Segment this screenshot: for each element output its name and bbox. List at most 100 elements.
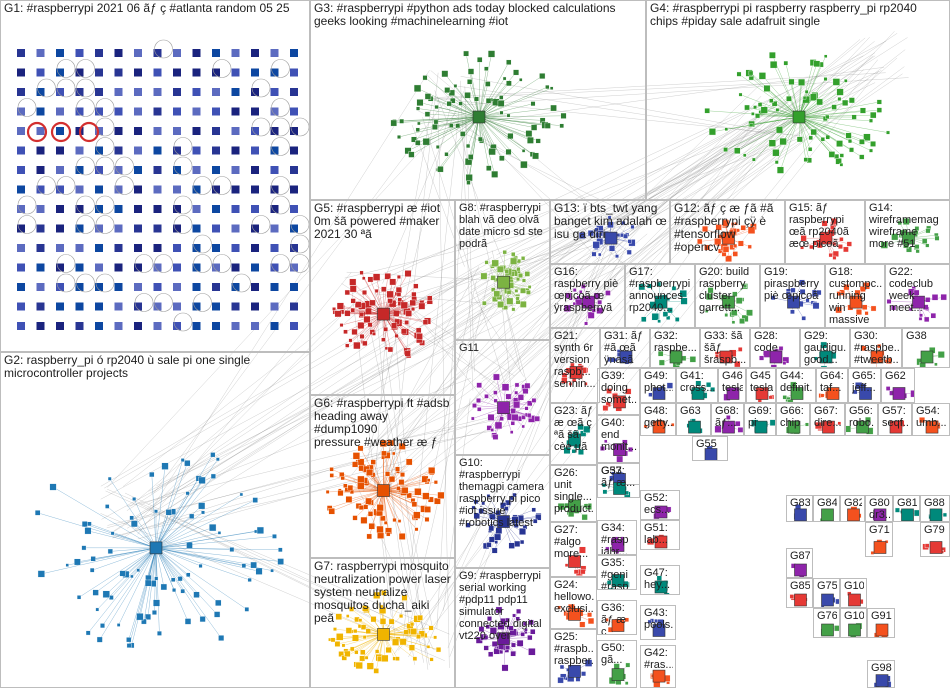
node[interactable] [770,61,777,68]
node[interactable] [859,139,864,144]
node[interactable] [271,49,279,57]
group-box-g50[interactable]: G50: gã... [597,640,637,688]
group-box-g30[interactable]: G30: #raspbe... #tweetb... [850,328,902,368]
node[interactable] [497,266,503,272]
node[interactable] [115,303,123,311]
node[interactable] [491,275,496,280]
node[interactable] [417,99,424,106]
node[interactable] [434,480,438,484]
node[interactable] [545,123,551,129]
node[interactable] [690,356,696,362]
node[interactable] [405,351,411,357]
node[interactable] [215,600,221,606]
node[interactable] [512,414,518,420]
node[interactable] [821,137,825,141]
node[interactable] [232,147,240,155]
node[interactable] [115,225,123,233]
node[interactable] [115,127,123,135]
node[interactable] [434,498,440,504]
hub-node[interactable] [569,665,581,677]
node[interactable] [402,487,408,493]
node[interactable] [93,590,99,596]
node[interactable] [210,452,215,457]
node[interactable] [271,322,279,330]
group-box-g13[interactable]: G13: ï bts_twt yang banget kim adalah œ … [550,200,670,264]
group-box-g4[interactable]: G4: #raspberrypi pi raspberry raspberry_… [646,0,950,200]
node[interactable] [115,244,123,252]
node[interactable] [248,578,252,582]
group-box-g54[interactable]: G54: umb... [912,403,950,436]
node[interactable] [609,246,615,252]
node[interactable] [743,154,746,157]
node[interactable] [502,665,508,671]
node[interactable] [335,641,340,646]
node[interactable] [193,205,201,213]
group-box-g85[interactable]: G85 [786,578,813,608]
node[interactable] [154,147,162,155]
group-box-g87[interactable]: G87 [786,548,813,578]
node[interactable] [925,544,929,548]
node[interactable] [154,322,162,330]
node[interactable] [375,289,379,293]
node[interactable] [814,61,820,67]
hub-node[interactable] [498,276,510,288]
node[interactable] [392,452,395,455]
node[interactable] [840,154,844,158]
node[interactable] [76,244,84,252]
node[interactable] [161,584,167,590]
node[interactable] [519,78,522,81]
node[interactable] [37,108,45,116]
node[interactable] [37,49,45,57]
node[interactable] [531,101,535,105]
node[interactable] [790,310,794,314]
node[interactable] [492,641,497,646]
node[interactable] [232,225,240,233]
node[interactable] [115,283,123,291]
node[interactable] [924,317,929,322]
node[interactable] [466,144,470,148]
group-box-g53[interactable]: G53: ãƒ æ... [597,463,640,498]
node[interactable] [105,504,109,508]
node[interactable] [37,127,45,135]
node[interactable] [824,77,827,80]
node[interactable] [154,225,162,233]
node[interactable] [419,303,425,309]
hub-node[interactable] [876,624,888,636]
node[interactable] [513,401,520,408]
group-box-g79[interactable]: G79 [920,522,950,557]
hub-node[interactable] [822,624,834,636]
node[interactable] [232,264,240,272]
node[interactable] [391,323,397,329]
node[interactable] [481,273,487,279]
node[interactable] [76,147,84,155]
hub-node[interactable] [705,449,717,461]
node[interactable] [414,488,421,495]
node[interactable] [821,394,824,397]
node[interactable] [251,147,259,155]
node[interactable] [846,133,852,139]
node[interactable] [270,569,273,572]
node[interactable] [37,69,45,77]
node[interactable] [17,49,25,57]
node[interactable] [522,149,525,152]
node[interactable] [35,510,40,515]
node[interactable] [849,148,854,153]
group-box-g29[interactable]: G29: gaudigu... good... [800,328,850,368]
node[interactable] [468,69,474,75]
node[interactable] [66,564,69,567]
node[interactable] [173,49,181,57]
node[interactable] [82,546,86,550]
node[interactable] [134,108,142,116]
node[interactable] [776,108,779,111]
group-box-g7[interactable]: G7: raspberrypi mosquito neutralization … [310,558,455,688]
node[interactable] [790,594,794,598]
node[interactable] [360,650,365,655]
node[interactable] [95,49,103,57]
node[interactable] [349,339,352,342]
node[interactable] [115,49,123,57]
node[interactable] [212,244,220,252]
node[interactable] [368,277,373,282]
node[interactable] [532,398,536,402]
node[interactable] [438,492,445,499]
node[interactable] [154,108,162,116]
